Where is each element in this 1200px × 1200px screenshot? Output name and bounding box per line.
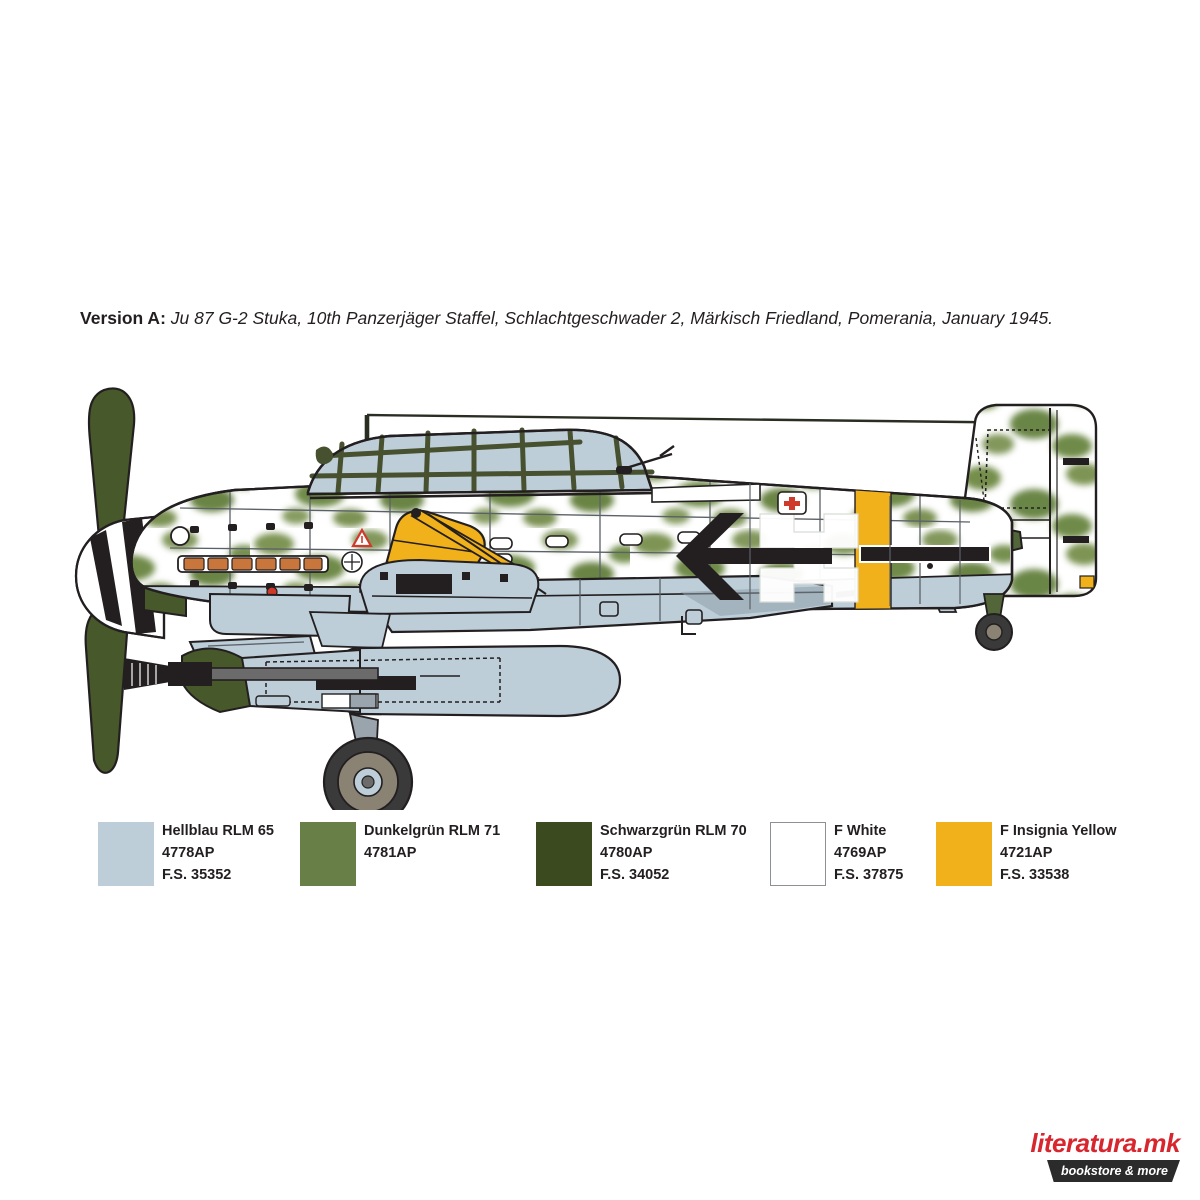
swatch-name-white: F White — [834, 823, 887, 839]
swatch-name-hellblau: Hellblau RLM 65 — [162, 823, 274, 839]
aft-stencils — [681, 563, 933, 635]
swatch-fs-hellblau: F.S. 35352 — [162, 867, 232, 884]
cannon-barrel — [124, 658, 379, 690]
site-watermark: literatura.mk bookstore & more — [1018, 1124, 1186, 1188]
swatch-fs-insignia-yellow: F.S. 33538 — [1000, 867, 1070, 884]
swatch-code-dunkelgruen: 4781AP — [364, 845, 417, 862]
swatch-name-insignia-yellow: F Insignia Yellow — [1000, 823, 1117, 839]
swatch-name-schwarzgruen: Schwarzgrün RLM 70 — [600, 823, 747, 839]
watermark-tagline: bookstore & more — [1047, 1160, 1180, 1182]
exhaust-stacks — [177, 555, 329, 573]
swatch-chip-dunkelgruen — [300, 822, 356, 886]
yellow-fuselage-band — [855, 475, 891, 612]
swatch-code-schwarzgruen: 4780AP — [600, 845, 653, 862]
paint-colour-legend: Hellblau RLM 65 4778AP F.S. 35352 Dunkel… — [98, 820, 1128, 900]
watermark-brand-name: literatura.mk — [1030, 1128, 1180, 1158]
cannon-gondola — [181, 611, 622, 718]
swatch-code-insignia-yellow: 4721AP — [1000, 845, 1053, 862]
fuselage-bar — [859, 545, 991, 563]
swatch-fs-white: F.S. 37875 — [834, 867, 904, 884]
cockpit-canopy — [306, 427, 675, 500]
swatch-fs-schwarzgruen: F.S. 34052 — [600, 867, 670, 884]
swatch-code-white: 4769AP — [834, 845, 887, 862]
swatch-chip-white — [770, 822, 826, 886]
swatch-code-hellblau: 4778AP — [162, 845, 215, 862]
swatch-chip-schwarzgruen — [536, 822, 592, 886]
main-landing-gear — [322, 712, 414, 810]
swatch-chip-hellblau — [98, 822, 154, 886]
swatch-chip-insignia-yellow — [936, 822, 992, 886]
tail-wheel — [975, 593, 1013, 651]
red-cross-badge — [777, 491, 807, 515]
propeller — [84, 387, 136, 774]
swatch-name-dunkelgruen: Dunkelgrün RLM 71 — [364, 823, 501, 839]
fuselage-stencils — [341, 527, 373, 573]
wing-root-fairing — [358, 558, 540, 616]
version-label: Version A: — [80, 308, 166, 328]
fuselage-arrow — [676, 513, 832, 600]
aircraft-profile-illustration — [60, 380, 1150, 810]
version-description: Ju 87 G-2 Stuka, 10th Panzerjäger Staffe… — [165, 308, 1054, 328]
version-caption: Version A: Ju 87 G-2 Stuka, 10th Panzerj… — [80, 305, 1140, 332]
